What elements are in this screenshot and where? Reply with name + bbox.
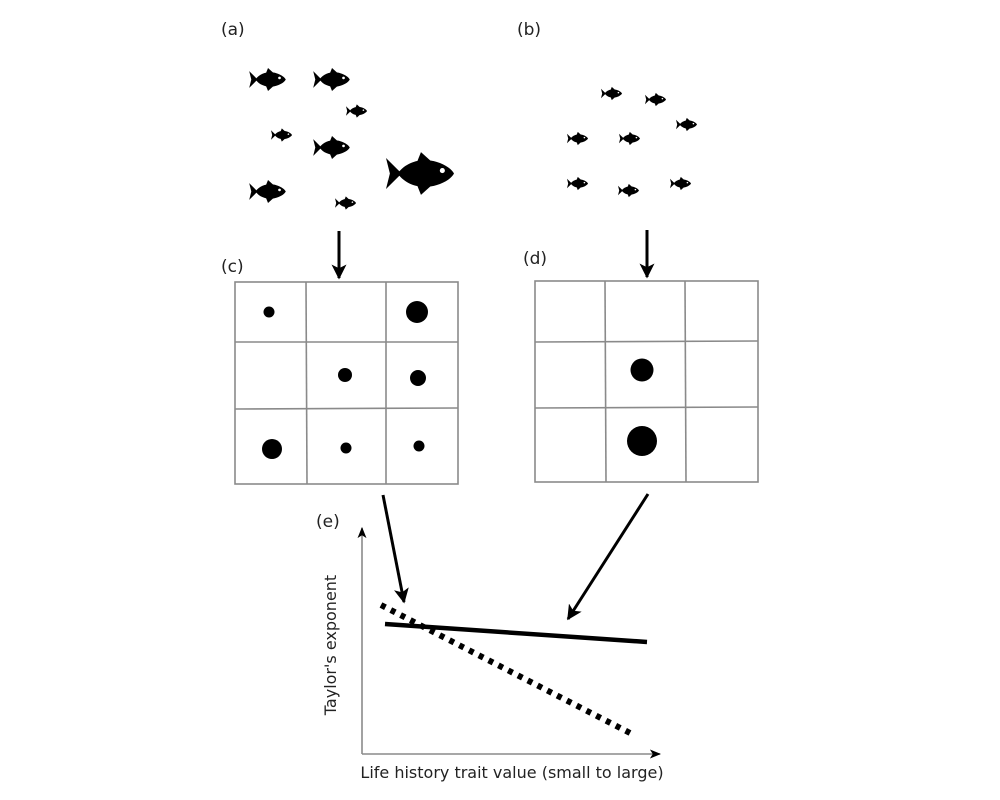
panel-label-e: (e) bbox=[316, 512, 340, 532]
density-dot bbox=[340, 442, 352, 454]
density-dot bbox=[627, 426, 657, 456]
fish-icon bbox=[670, 176, 691, 191]
line-solid bbox=[384, 621, 648, 645]
panel-b-fish-group bbox=[567, 86, 697, 198]
fish-icon bbox=[601, 86, 622, 101]
fish-icon bbox=[249, 180, 286, 203]
fish-icon bbox=[567, 131, 588, 146]
fish-icon bbox=[346, 104, 367, 118]
density-dot bbox=[630, 358, 654, 382]
panel-label-b: (b) bbox=[517, 20, 541, 40]
fish-icon bbox=[618, 183, 639, 198]
arrow-c-to-e bbox=[381, 494, 409, 604]
density-dot bbox=[413, 440, 425, 452]
fish-icon bbox=[271, 128, 292, 142]
fish-icon bbox=[567, 176, 588, 191]
grid-d bbox=[534, 280, 759, 483]
panel-a-fish-group bbox=[249, 68, 454, 210]
fish-icon bbox=[676, 117, 697, 132]
grid-c bbox=[234, 281, 459, 485]
fish-icon bbox=[249, 68, 286, 91]
density-dot bbox=[262, 439, 282, 459]
density-dot bbox=[338, 368, 352, 382]
y-axis-label: Taylor's exponent bbox=[321, 575, 340, 716]
fish-icon bbox=[619, 131, 640, 146]
density-dot bbox=[406, 301, 428, 323]
panel-label-d: (d) bbox=[523, 249, 547, 269]
density-dot bbox=[263, 306, 275, 318]
fish-icon bbox=[313, 136, 350, 159]
density-dot bbox=[410, 370, 426, 386]
fish-icon bbox=[313, 68, 350, 91]
panel-label-c: (c) bbox=[221, 257, 244, 277]
panel-label-a: (a) bbox=[221, 20, 245, 40]
fish-icon-large bbox=[386, 152, 454, 195]
fish-icon bbox=[335, 196, 356, 210]
fish-icon bbox=[645, 92, 666, 107]
arrow-d-to-e bbox=[566, 493, 650, 621]
plot-e: Taylor's exponent Life history trait val… bbox=[321, 526, 664, 782]
x-axis-label: Life history trait value (small to large… bbox=[360, 763, 663, 782]
